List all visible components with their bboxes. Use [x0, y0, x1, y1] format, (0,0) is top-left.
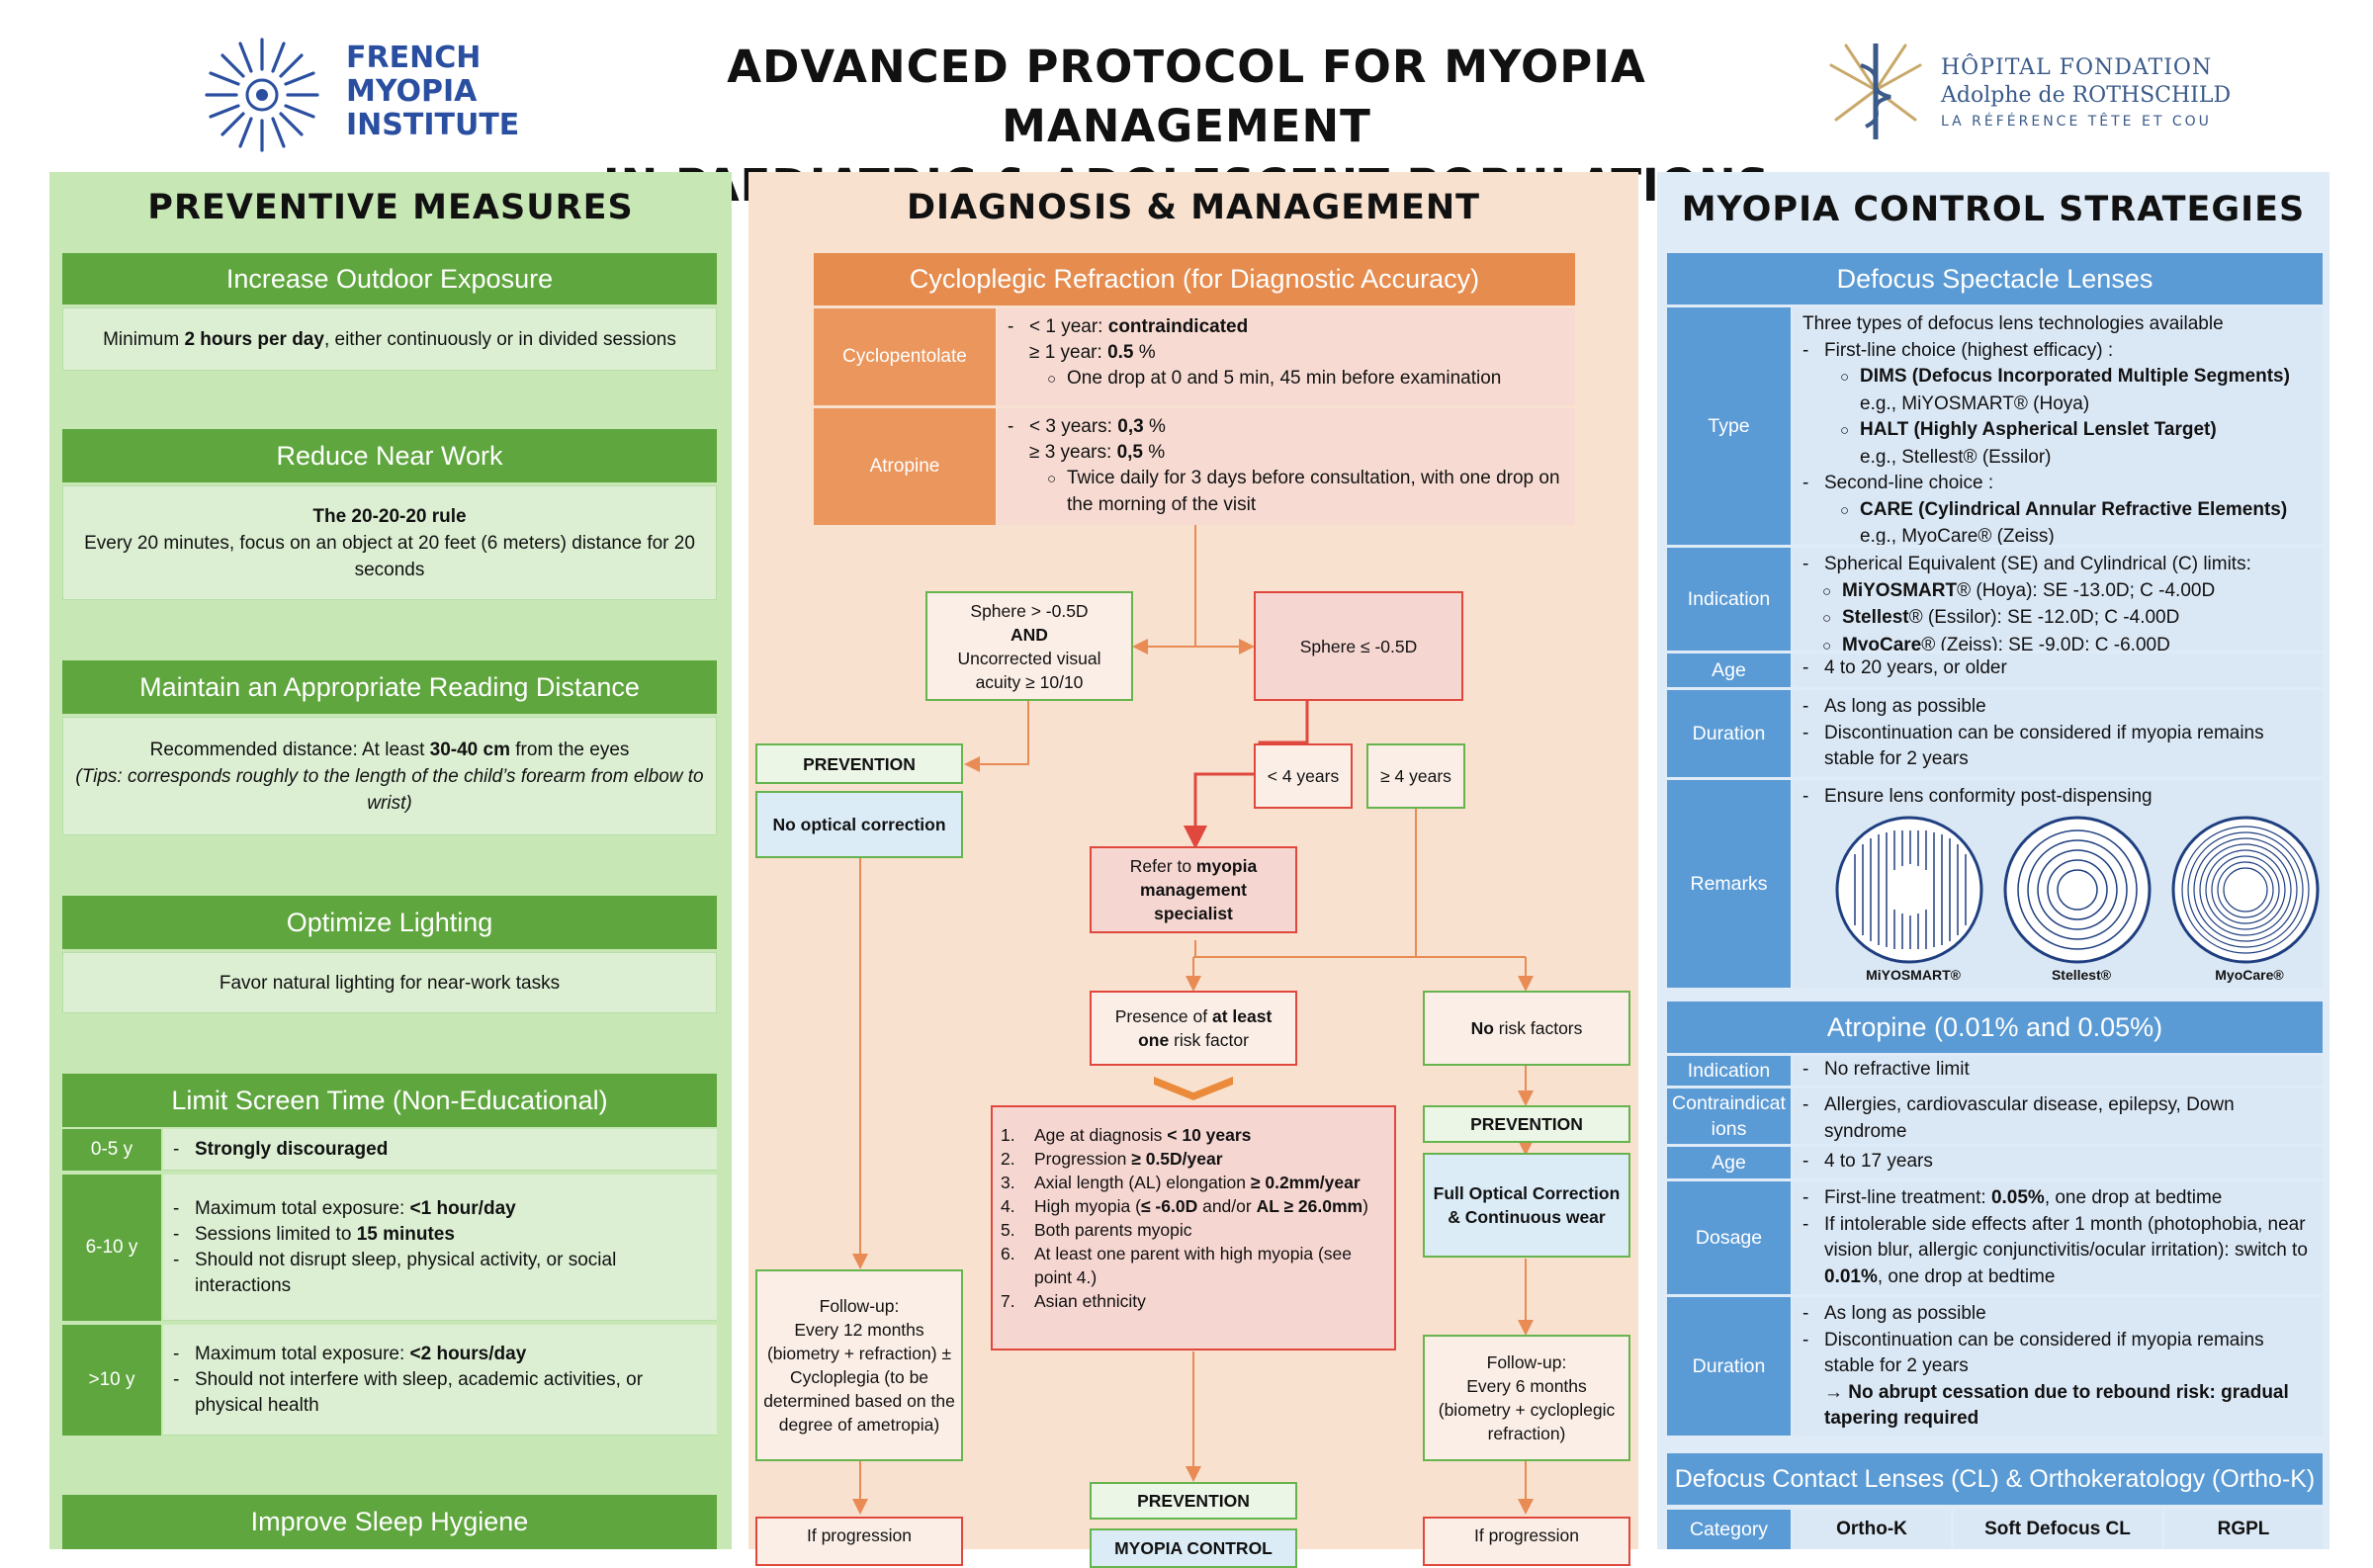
sleep-hygiene-title: Improve Sleep Hygiene: [62, 1495, 717, 1549]
hospital-name-line1: HÔPITAL FONDATION: [1941, 55, 2213, 80]
outdoor-title: Increase Outdoor Exposure: [62, 253, 717, 305]
no-optical-correction-box: No optical correction: [755, 791, 963, 858]
reading-distance-box: Recommended distance: At least 30-40 cm …: [62, 717, 717, 835]
atropine-duration-box: As long as possible Discontinuation can …: [1793, 1297, 2323, 1436]
contact-col-soft-defocus: Soft Defocus CL: [1954, 1510, 2161, 1549]
if-progression-box-1: If progression: [755, 1517, 963, 1566]
risk-factors-list: 1.Age at diagnosis < 10 years 2.Progress…: [991, 1105, 1396, 1350]
reading-distance-title: Maintain an Appropriate Reading Distance: [62, 660, 717, 714]
lens-label-stellest: Stellest®: [2051, 967, 2112, 983]
near-work-title: Reduce Near Work: [62, 429, 717, 482]
french-myopia-institute-logo-icon: [205, 38, 319, 152]
lt4-years-box: < 4 years: [1254, 743, 1353, 809]
atropine-age-box: 4 to 17 years: [1793, 1147, 2323, 1178]
screen-age-0-5: 0-5 y: [62, 1129, 161, 1171]
diagnosis-heading: DIAGNOSIS & MANAGEMENT: [906, 188, 1481, 227]
prevention-box-2: PREVENTION: [1423, 1105, 1630, 1143]
preventive-heading: PREVENTIVE MEASURES: [147, 188, 634, 227]
atropine-label: Atropine: [814, 408, 996, 525]
hospital-logo-icon: [1829, 44, 1922, 139]
outdoor-box: Minimum 2 hours per day, either continuo…: [62, 307, 717, 371]
followup-6-months-box: Follow-up:Every 6 months (biometry + cyc…: [1423, 1335, 1630, 1461]
screen-age-6-10: 6-10 y: [62, 1175, 161, 1321]
atropine-age-label: Age: [1667, 1147, 1791, 1178]
flowchart-connectors: [852, 525, 1534, 1515]
prevention-box-3: PREVENTION: [1090, 1482, 1297, 1520]
myopia-control-box: MYOPIA CONTROL: [1090, 1528, 1297, 1568]
no-risk-factors-box: No risk factors: [1423, 991, 1630, 1066]
atropine-duration-label: Duration: [1667, 1297, 1791, 1436]
atropine-indication-box: No refractive limit: [1793, 1056, 2323, 1086]
spectacle-indication-box: Spherical Equivalent (SE) and Cylindrica…: [1793, 548, 2323, 651]
spectacle-lenses-title: Defocus Spectacle Lenses: [1667, 253, 2323, 305]
contact-lenses-title: Defocus Contact Lenses (CL) & Orthokerat…: [1667, 1453, 2323, 1505]
control-heading: MYOPIA CONTROL STRATEGIES: [1681, 190, 2306, 229]
screen-time-title: Limit Screen Time (Non-Educational): [62, 1074, 717, 1127]
spectacle-age-label: Age: [1667, 653, 1791, 687]
atropine-title: Atropine (0.01% and 0.05%): [1667, 1002, 2323, 1053]
atropine-dosage-label: Dosage: [1667, 1181, 1791, 1294]
screen-row-0-5: Strongly discouraged: [163, 1129, 717, 1171]
hospital-tagline: LA RÉFÉRENCE TÊTE ET COU: [1941, 114, 2212, 130]
lens-label-miyosmart: MiYOSMART®: [1866, 967, 1961, 983]
spectacle-duration-box: As long as possible Discontinuation can …: [1793, 690, 2323, 777]
hospital-name-line2: Adolphe de ROTHSCHILD: [1941, 83, 2232, 108]
if-progression-box-2: If progression: [1423, 1517, 1630, 1566]
contact-col-rgpl: RGPL: [2164, 1510, 2323, 1549]
screen-age-10plus: >10 y: [62, 1325, 161, 1436]
cyclopentolate-label: Cyclopentolate: [814, 308, 996, 405]
spectacle-remarks-label: Remarks: [1667, 780, 1791, 988]
spectacle-age-box: 4 to 20 years, or older: [1793, 653, 2323, 687]
lens-label-myocare: MyoCare®: [2215, 967, 2284, 983]
ge4-years-box: ≥ 4 years: [1366, 743, 1465, 809]
spectacle-type-label: Type: [1667, 307, 1791, 545]
spectacle-type-box: Three types of defocus lens technologies…: [1793, 307, 2323, 545]
lens-designs-illustration: [1835, 816, 2320, 964]
atropine-contraindications-label: Contraindications: [1667, 1089, 1791, 1144]
sphere-le-box: Sphere ≤ -0.5D: [1254, 591, 1463, 701]
prevention-box-1: PREVENTION: [755, 743, 963, 784]
contact-category-label: Category: [1667, 1510, 1791, 1549]
full-optical-correction-box: Full Optical Correction & Continuous wea…: [1423, 1153, 1630, 1258]
refer-specialist-box: Refer to myopia management specialist: [1090, 846, 1297, 933]
risk-factor-presence-box: Presence of at least one risk factor: [1090, 991, 1297, 1066]
screen-row-6-10: Maximum total exposure: <1 hour/day Sess…: [163, 1175, 717, 1321]
cycloplegic-title: Cycloplegic Refraction (for Diagnostic A…: [814, 253, 1575, 305]
lighting-box: Favor natural lighting for near-work tas…: [62, 952, 717, 1013]
atropine-dosage-box: First-line treatment: 0.05%, one drop at…: [1793, 1181, 2323, 1294]
spectacle-duration-label: Duration: [1667, 690, 1791, 777]
atropine-cyclo-box: < 3 years: 0,3 % ≥ 3 years: 0,5 % Twice …: [998, 408, 1575, 525]
cyclopentolate-box: < 1 year: contraindicated ≥ 1 year: 0.5 …: [998, 308, 1575, 405]
spectacle-indication-label: Indication: [1667, 548, 1791, 651]
screen-row-10plus: Maximum total exposure: <2 hours/day Sho…: [163, 1325, 717, 1436]
followup-12-months-box: Follow-up:Every 12 months (biometry + re…: [755, 1269, 963, 1461]
contact-col-orthok: Ortho-K: [1793, 1510, 1951, 1549]
atropine-indication-label: Indication: [1667, 1056, 1791, 1086]
atropine-contraindications-box: Allergies, cardiovascular disease, epile…: [1793, 1089, 2323, 1144]
lighting-title: Optimize Lighting: [62, 896, 717, 949]
